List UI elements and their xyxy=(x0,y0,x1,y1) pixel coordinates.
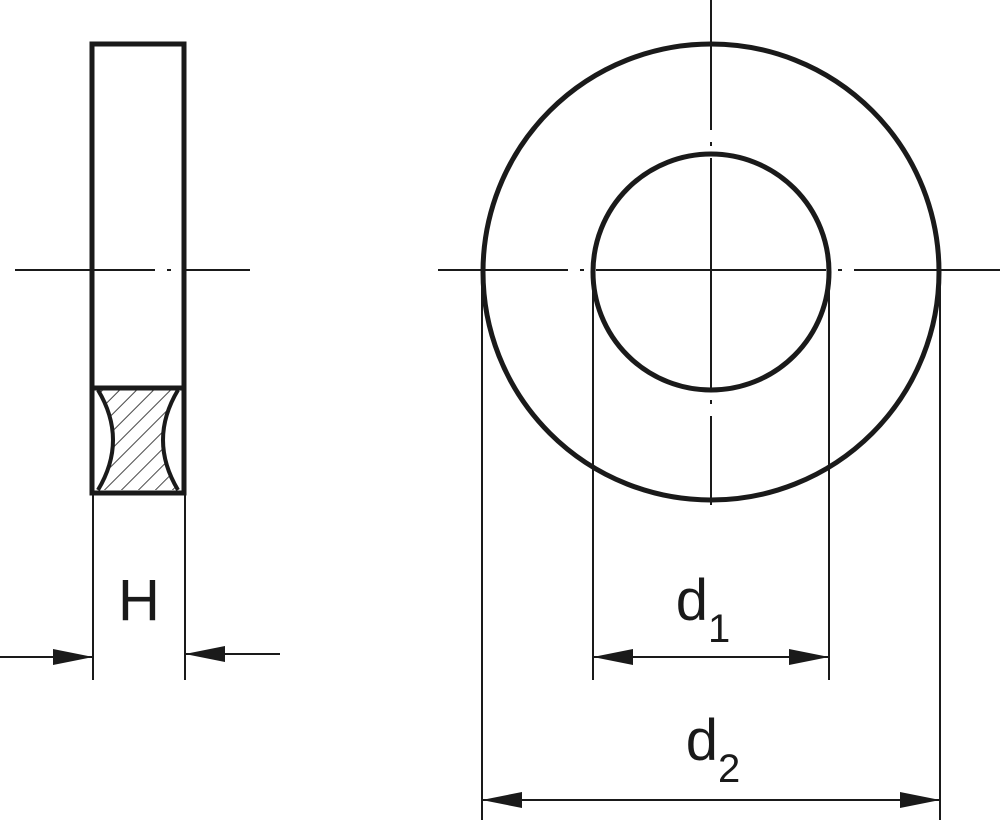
section-curve-left xyxy=(96,388,115,492)
label-d2: d2 xyxy=(686,708,741,791)
label-d2-base: d xyxy=(686,708,718,773)
label-d1: d1 xyxy=(676,568,731,651)
front-view: d1 d2 xyxy=(438,0,1000,820)
label-h: H xyxy=(118,568,160,633)
hatched-section xyxy=(100,390,176,490)
side-view-outline xyxy=(89,41,187,496)
label-d1-base: d xyxy=(676,568,708,633)
label-d1-sub: 1 xyxy=(708,607,730,651)
label-d2-sub: 2 xyxy=(718,747,740,791)
side-view: H xyxy=(0,41,280,680)
section-curve-right xyxy=(161,388,180,492)
